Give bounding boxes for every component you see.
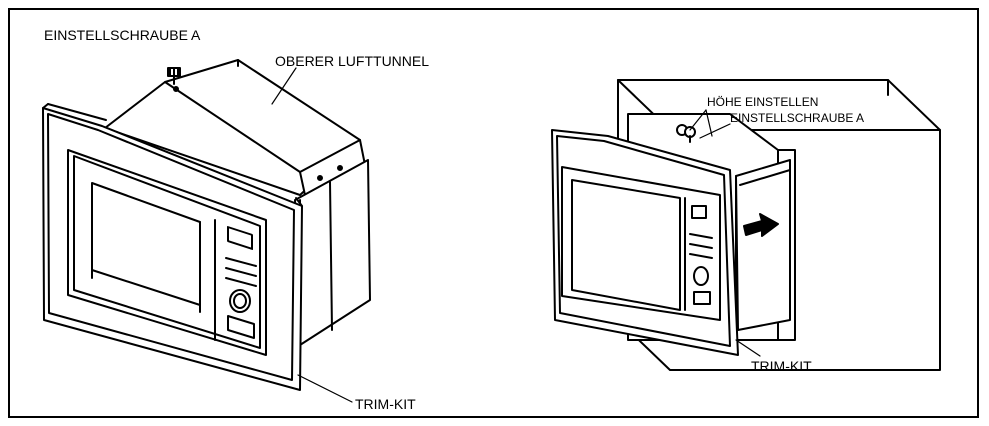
control-knob-right — [693, 266, 709, 286]
control-button — [225, 277, 257, 287]
label-upper-air-tunnel: OBERER LUFTTUNNEL — [275, 53, 430, 69]
control-knob — [229, 289, 251, 313]
leader-height-2 — [705, 109, 713, 137]
control-button — [225, 257, 257, 267]
diagram-border — [8, 8, 979, 418]
label-height-adjust: HÖHE EINSTELLEN — [707, 95, 819, 109]
label-adjusting-screw-left: EINSTELLSCHRAUBE A — [44, 27, 201, 43]
left-microwave — [42, 59, 371, 403]
control-button — [225, 267, 257, 277]
microwave-body-inserted — [735, 159, 791, 331]
door-open-button — [227, 315, 255, 339]
leader-tunnel — [271, 67, 297, 105]
display-window — [227, 226, 253, 250]
label-trim-kit-left: TRIM-KIT — [355, 396, 416, 412]
leader-screw-right — [699, 123, 731, 139]
leader-height-1 — [689, 109, 707, 131]
adjusting-screw-a-right-icon — [676, 124, 696, 143]
label-trim-kit-right: TRIM-KIT — [751, 358, 812, 374]
leader-trim-right — [735, 339, 761, 357]
push-arrow-icon — [743, 213, 779, 237]
label-adjusting-screw-right: EINSTELLSCHRAUBE A — [730, 111, 865, 125]
right-installation — [551, 79, 941, 371]
leader-trim-left — [297, 374, 353, 403]
adjusting-screw-a-icon — [167, 67, 181, 85]
